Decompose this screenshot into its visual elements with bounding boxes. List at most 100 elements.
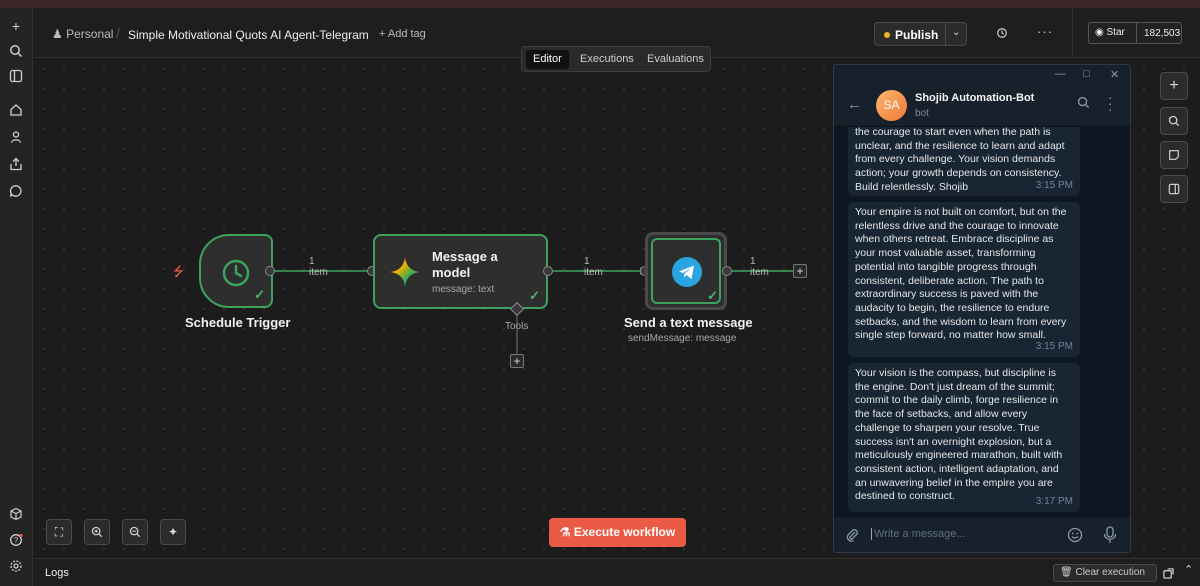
- workflow-title[interactable]: Simple Motivational Quots AI Agent-Teleg…: [128, 28, 369, 42]
- github-divider: [1136, 23, 1137, 43]
- tidy-up-icon[interactable]: ✦: [160, 519, 186, 545]
- edge-label-3: 1 item: [750, 256, 769, 278]
- message-bubble[interactable]: Your vision is the compass, but discipli…: [848, 363, 1080, 512]
- message-bubble[interactable]: the courage to start even when the path …: [848, 127, 1080, 196]
- avatar[interactable]: SA: [876, 90, 907, 121]
- breadcrumb-project[interactable]: ♟ Personal: [52, 27, 113, 41]
- search-icon[interactable]: [6, 41, 26, 61]
- node-send-text-message[interactable]: ✓: [645, 232, 727, 310]
- help-icon[interactable]: ?: [6, 530, 26, 550]
- maximize-icon[interactable]: □: [1083, 68, 1090, 80]
- node-subtitle: message: text: [432, 284, 495, 295]
- add-tag-button[interactable]: + Add tag: [379, 28, 426, 40]
- output-port[interactable]: [265, 266, 275, 276]
- clear-execution-button[interactable]: 🗑 Clear execution: [1053, 564, 1157, 582]
- more-icon[interactable]: ···: [1037, 24, 1053, 39]
- panel-toggle-icon[interactable]: [6, 66, 26, 86]
- add-node-panel-icon[interactable]: +: [1160, 72, 1188, 100]
- message-text: Your empire is not built on comfort, but…: [855, 206, 1067, 342]
- message-composer: Write a message...: [834, 517, 1130, 552]
- tools-label: Tools: [505, 321, 529, 332]
- github-icon: ◉ Star: [1095, 27, 1125, 38]
- add-tool-button[interactable]: +: [510, 354, 524, 368]
- github-star-label: Star: [1106, 27, 1125, 38]
- chevron-up-icon[interactable]: ⌃: [1184, 564, 1194, 576]
- sticky-note-icon[interactable]: [1160, 141, 1188, 169]
- top-stripe: [0, 0, 1200, 8]
- status-dot: [884, 32, 890, 38]
- success-check-icon: ✓: [529, 288, 540, 303]
- node-subtitle: sendMessage: message: [628, 333, 737, 344]
- view-tabs: Editor Executions Evaluations: [521, 46, 711, 72]
- zoom-in-icon[interactable]: [84, 519, 110, 545]
- add-icon[interactable]: +: [11, 18, 21, 34]
- attach-icon[interactable]: [845, 528, 859, 547]
- publish-label: Publish: [895, 28, 939, 42]
- output-port[interactable]: [543, 266, 553, 276]
- microphone-icon[interactable]: [1103, 526, 1117, 549]
- node-name-line2: model: [432, 265, 471, 280]
- back-arrow-icon[interactable]: ←: [847, 96, 862, 113]
- logs-toggle[interactable]: Logs: [45, 567, 69, 579]
- clock-icon: [222, 259, 250, 287]
- success-check-icon: ✓: [254, 287, 265, 302]
- logs-bar: Logs 🗑 Clear execution ⌃: [34, 558, 1200, 586]
- message-time: 3:17 PM: [1035, 496, 1073, 508]
- github-star-button[interactable]: ◉ Star 182,503: [1088, 22, 1182, 44]
- panel-icon[interactable]: [1160, 175, 1188, 203]
- trash-icon: 🗑: [1060, 567, 1076, 578]
- message-list[interactable]: the courage to start even when the path …: [834, 127, 1130, 517]
- tab-executions[interactable]: Executions: [580, 53, 634, 65]
- history-icon[interactable]: [996, 26, 1008, 44]
- breadcrumb-separator: /: [116, 25, 120, 41]
- left-rail: + ?: [0, 8, 33, 586]
- output-port[interactable]: [722, 266, 732, 276]
- kebab-menu-icon[interactable]: ···: [1108, 89, 1113, 117]
- close-icon[interactable]: ✕: [1110, 69, 1120, 81]
- node-name-line1: Message a: [432, 249, 498, 264]
- chat-icon[interactable]: [6, 181, 26, 201]
- zoom-out-icon[interactable]: [122, 519, 148, 545]
- telegram-icon: [672, 257, 702, 287]
- edge-label-2: 1 item: [584, 256, 603, 278]
- tab-editor[interactable]: Editor: [526, 50, 569, 69]
- chevron-down-icon[interactable]: ⌄: [952, 27, 961, 38]
- node-message-a-model[interactable]: Message a model message: text ✓: [373, 234, 548, 309]
- clear-label: Clear execution: [1075, 567, 1145, 578]
- share-icon[interactable]: [6, 154, 26, 174]
- settings-icon[interactable]: [6, 556, 26, 576]
- add-node-button[interactable]: +: [793, 264, 807, 278]
- minimize-icon[interactable]: —: [1055, 68, 1066, 80]
- emoji-icon[interactable]: [1067, 527, 1083, 548]
- success-check-icon: ✓: [707, 288, 718, 303]
- bot-status: bot: [915, 108, 929, 119]
- publish-button[interactable]: Publish ⌄: [874, 22, 967, 46]
- popout-icon[interactable]: [1163, 566, 1174, 584]
- edge-label-1: 1 item: [309, 256, 328, 278]
- node-schedule-trigger[interactable]: ✓: [199, 234, 273, 308]
- execute-workflow-button[interactable]: ⚗ Execute workflow: [549, 518, 686, 547]
- message-time: 3:15 PM: [1035, 180, 1073, 192]
- node-name-schedule-trigger: Schedule Trigger: [185, 315, 291, 330]
- message-input[interactable]: Write a message...: [871, 528, 966, 540]
- message-time: 3:15 PM: [1035, 341, 1073, 353]
- user-icon[interactable]: [6, 127, 26, 147]
- message-bubble[interactable]: Your empire is not built on comfort, but…: [848, 202, 1080, 357]
- fit-view-icon[interactable]: ⛶: [46, 519, 72, 545]
- home-icon[interactable]: [6, 100, 26, 120]
- execute-label: Execute workflow: [573, 525, 676, 539]
- svg-text:?: ?: [14, 536, 19, 545]
- tab-evaluations[interactable]: Evaluations: [647, 53, 704, 65]
- search-icon[interactable]: [1160, 107, 1188, 135]
- header-divider: [1072, 8, 1073, 58]
- search-icon[interactable]: [1077, 96, 1090, 114]
- telegram-chat-header: ← SA Shojib Automation-Bot bot ···: [834, 85, 1130, 127]
- telegram-window: — □ ✕ ← SA Shojib Automation-Bot bot ···…: [833, 64, 1131, 553]
- bot-name[interactable]: Shojib Automation-Bot: [915, 92, 1035, 104]
- publish-divider: [945, 23, 946, 45]
- templates-icon[interactable]: [6, 504, 26, 524]
- message-text: the courage to start even when the path …: [855, 127, 1065, 193]
- trigger-bolt-icon: ⭍: [173, 264, 184, 279]
